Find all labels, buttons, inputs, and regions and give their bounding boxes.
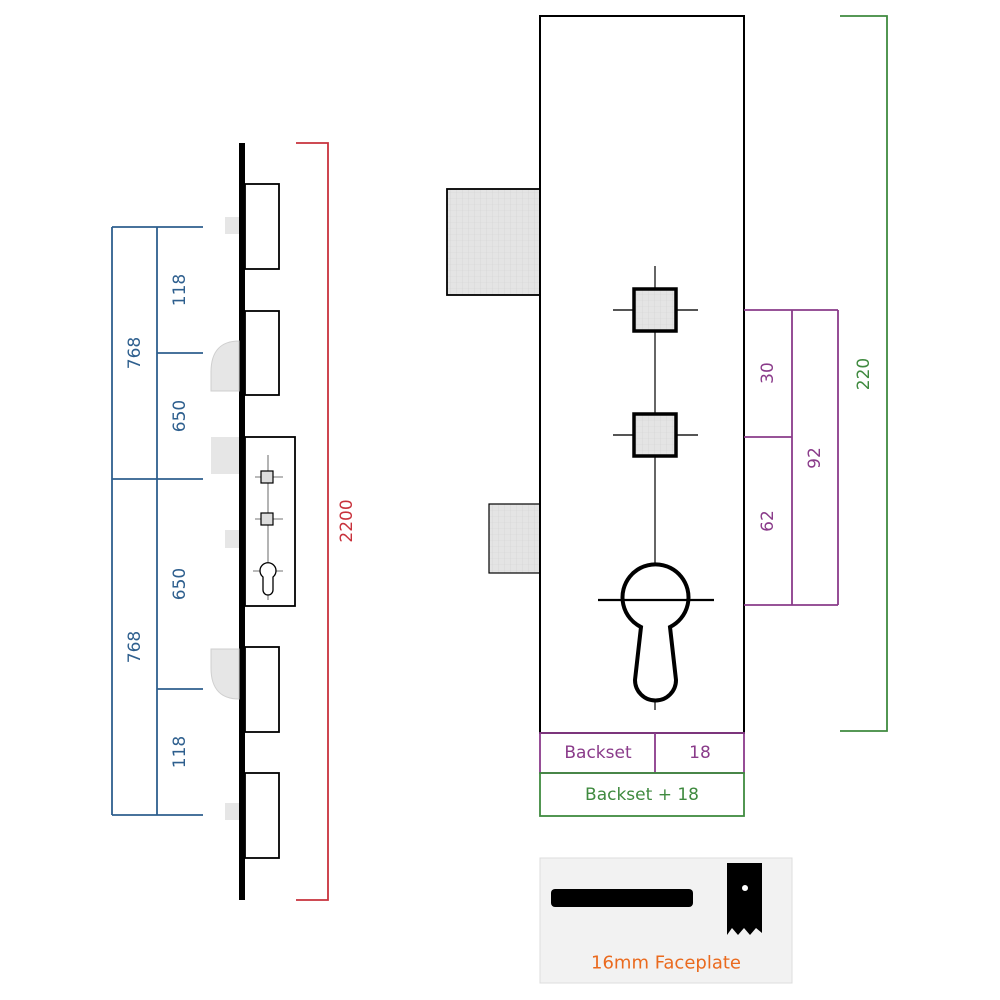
overall-height-bracket <box>296 142 329 901</box>
overall-height-label: 2200 <box>337 499 357 542</box>
faceplate-panel: 16mm Faceplate <box>539 857 793 984</box>
screw-hole-icon <box>742 885 748 891</box>
lower-spacing-label: 768 <box>125 631 145 663</box>
lock-case-elevation <box>446 15 745 734</box>
spindle-follower-lower <box>613 412 698 458</box>
shootbolt-case <box>225 530 239 548</box>
faceplate-section-bar <box>551 889 693 907</box>
faceplate-end-profile <box>727 863 762 935</box>
upper-spacing-label: 768 <box>125 337 145 369</box>
keeper-bottom <box>244 772 280 859</box>
dead-bolt <box>488 503 541 574</box>
case-height-label: 220 <box>854 358 874 390</box>
total-centres-label: 92 <box>805 447 825 469</box>
upper-center-label: 650 <box>170 400 190 432</box>
hook-upper <box>210 340 240 392</box>
case-height-bracket <box>840 15 888 732</box>
bottom-offset-label: 118 <box>170 736 190 768</box>
spindle-follower-upper <box>613 287 698 333</box>
faceplate-offset-label: 18 <box>689 743 711 763</box>
lower-center-label: 650 <box>170 568 190 600</box>
backset-label: Backset <box>564 743 632 763</box>
spindle-gap-label: 30 <box>758 362 778 384</box>
shootbolt-top <box>225 217 239 234</box>
spacing-dimensions <box>111 226 203 816</box>
keeper-upper <box>244 310 280 396</box>
spindle-mini-upper <box>255 470 283 484</box>
top-offset-label: 118 <box>170 274 190 306</box>
keeper-top <box>244 183 280 270</box>
cylinder-gap-label: 62 <box>758 510 778 532</box>
euro-cylinder-cutout <box>598 562 714 703</box>
backset-total-label: Backset + 18 <box>585 785 699 805</box>
shootbolt-bottom <box>225 803 239 820</box>
latch-tongue <box>211 437 239 474</box>
faceplate-caption: 16mm Faceplate <box>591 953 741 974</box>
keeper-lower <box>244 646 280 733</box>
latch-bolt <box>446 188 541 296</box>
case-dimensions <box>744 309 839 606</box>
spindle-mini-lower <box>255 512 283 526</box>
hook-lower <box>210 648 240 700</box>
multipoint-lock-elevation <box>210 143 296 900</box>
cylinder-mini <box>253 562 283 596</box>
backset-boxes <box>539 732 745 817</box>
